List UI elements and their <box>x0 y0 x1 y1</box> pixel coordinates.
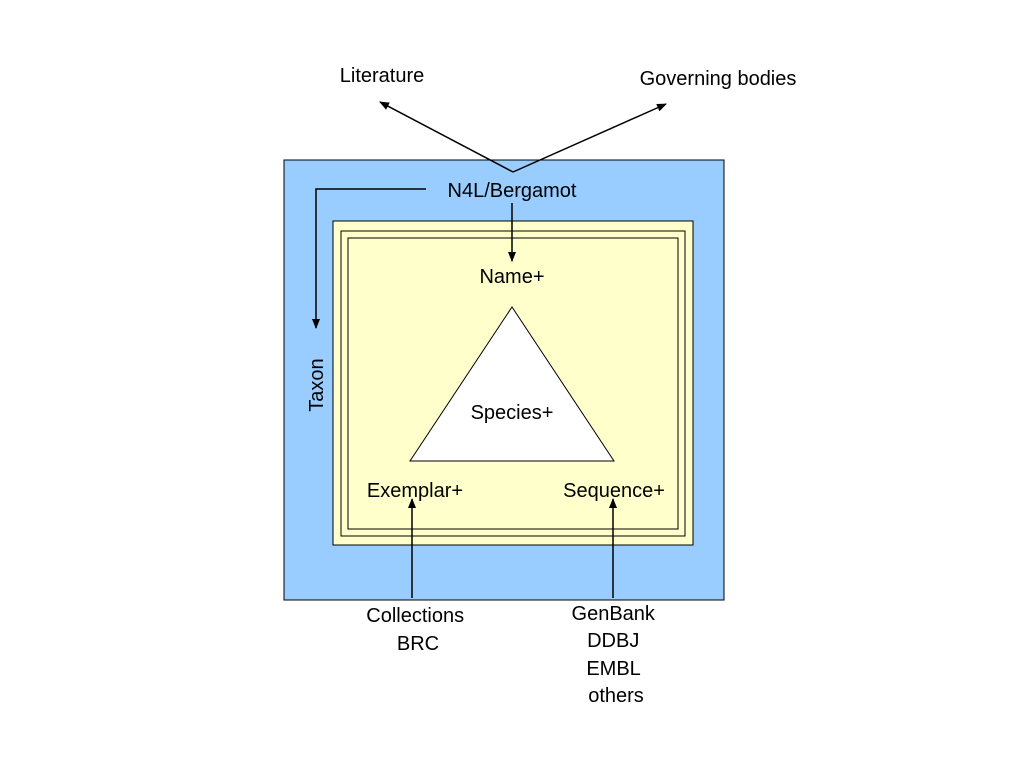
n4l-bergamot-label: N4L/Bergamot <box>448 180 577 202</box>
genbank-line: others <box>588 685 644 707</box>
governing-bodies-label: Governing bodies <box>640 68 797 90</box>
exemplar-label: Exemplar+ <box>367 480 463 502</box>
genbank-label: GenBank DDBJ EMBL others <box>572 603 661 707</box>
literature-label: Literature <box>340 65 425 87</box>
species-label: Species+ <box>471 402 554 424</box>
sequence-label: Sequence+ <box>563 480 665 502</box>
inner-frame-inner-border <box>347 237 679 530</box>
genbank-line: GenBank <box>572 603 656 625</box>
genbank-line: DDBJ <box>587 630 639 652</box>
name-label: Name+ <box>479 266 544 288</box>
arrow-to-literature <box>379 101 514 173</box>
taxon-label: Taxon <box>306 358 328 411</box>
collections-label: Collections BRC <box>366 605 469 655</box>
inner-frame-middle-border <box>340 230 686 537</box>
genbank-line: EMBL <box>586 658 640 680</box>
arrow-to-taxon <box>312 188 426 329</box>
species-triangle <box>409 306 615 462</box>
collections-line: Collections <box>366 605 464 627</box>
arrow-to-governing-bodies <box>512 103 667 173</box>
collections-line: BRC <box>397 633 439 655</box>
